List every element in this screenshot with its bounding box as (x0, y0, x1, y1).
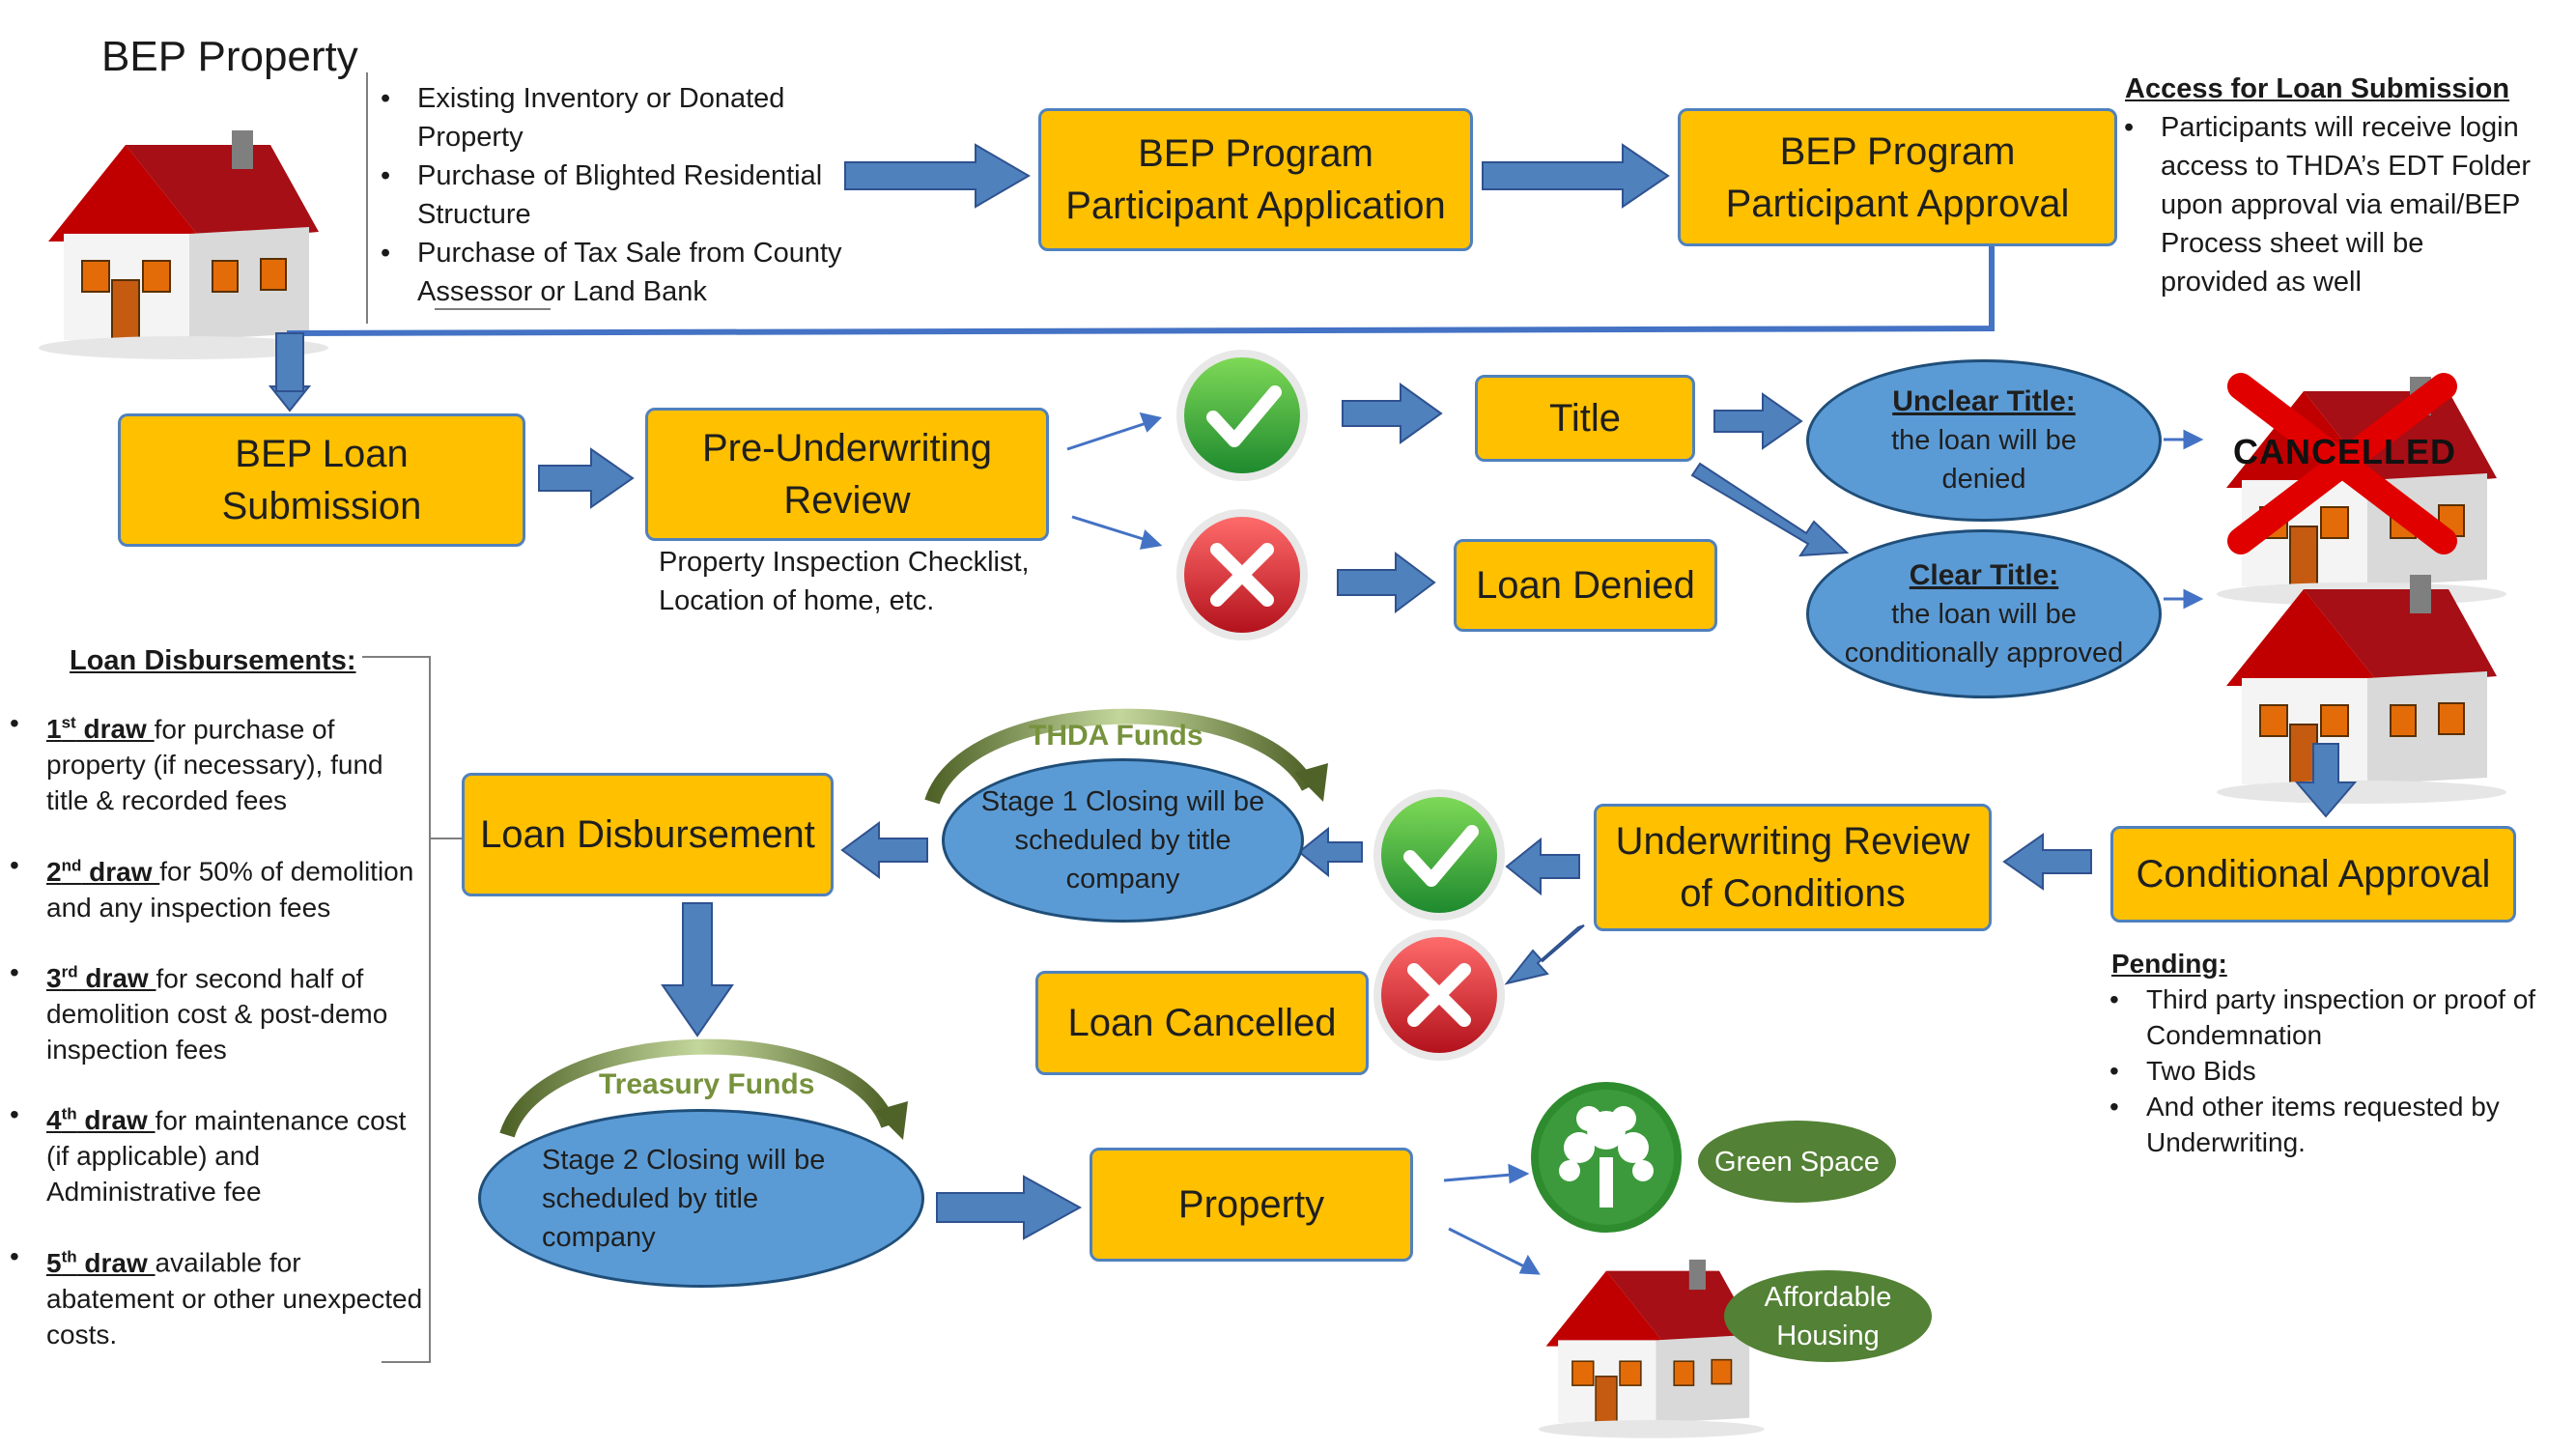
title-box: Title (1475, 375, 1695, 462)
loan-denied-box: Loan Denied (1454, 539, 1717, 632)
unclear-title-text: the loan will be denied (1891, 425, 2077, 495)
list-item: Existing Inventory or Donated Property (377, 79, 879, 156)
cancelled-stamp: CANCELLED (2233, 432, 2456, 471)
access-list: Participants will receive login access t… (2120, 108, 2535, 301)
list-item: Participants will receive login access t… (2120, 108, 2535, 301)
pre-underwriting-fail-cross-icon (1176, 509, 1308, 640)
loan-disbursement-box: Loan Disbursement (462, 773, 834, 896)
list-item: Purchase of Tax Sale from County Assesso… (377, 234, 879, 311)
unclear-title-label: Unclear Title: (1892, 385, 2076, 417)
underwriting-fail-cross-icon (1373, 929, 1505, 1061)
unclear-title-ellipse: Unclear Title: the loan will be denied (1806, 359, 2162, 522)
pre-underwriting-pass-check-icon (1176, 350, 1308, 481)
draw-item: 1st draw for purchase of property (if ne… (6, 705, 431, 818)
pre-underwriting-box: Pre-Underwriting Review (645, 408, 1049, 541)
cancelled-x-mark (2227, 373, 2457, 554)
thda-funds-arc (924, 708, 1316, 805)
property-box: Property (1090, 1148, 1413, 1262)
pending-title: Pending: (2111, 949, 2227, 979)
list-item: Purchase of Blighted Residential Structu… (377, 156, 879, 234)
loan-submission-box: BEP Loan Submission (118, 413, 525, 547)
bep-property-title: BEP Property (101, 33, 358, 80)
pre-underwriting-note: Property Inspection Checklist, Location … (659, 547, 1030, 616)
flow-arrows (538, 143, 2358, 1240)
stage1-text: Stage 1 Closing will be scheduled by tit… (980, 786, 1265, 895)
pending-list: Third party inspection or proof of Conde… (2106, 981, 2540, 1160)
thin-arrows (1066, 412, 2204, 1275)
treasury-funds-arc (499, 1038, 896, 1138)
green-space-label: Green Space (1698, 1121, 1896, 1203)
loan-cancelled-box: Loan Cancelled (1035, 971, 1369, 1075)
draw-item: 4th draw for maintenance cost (if applic… (6, 1096, 431, 1209)
draw-item: 2nd draw for 50% of demolition and any i… (6, 847, 431, 924)
clear-title-label: Clear Title: (1909, 558, 2059, 591)
draw-item: 3rd draw for second half of demolition c… (6, 954, 431, 1067)
list-item: Two Bids (2106, 1053, 2540, 1089)
thda-funds-label: THDA Funds (1029, 720, 1203, 752)
participant-application-box: BEP Program Participant Application (1038, 108, 1473, 251)
draw-item: 5th draw available for abatement or othe… (6, 1238, 431, 1351)
underwriting-review-box: Underwriting Review of Conditions (1594, 804, 1992, 931)
list-item: And other items requested by Underwritin… (2106, 1089, 2540, 1160)
participant-approval-box: BEP Program Participant Approval (1678, 108, 2117, 246)
disbursements-list: 1st draw for purchase of property (if ne… (6, 705, 431, 1352)
list-item: Third party inspection or proof of Conde… (2106, 981, 2540, 1053)
underwriting-pass-check-icon (1373, 789, 1505, 921)
approved-house-icon (2216, 574, 2507, 805)
disbursements-title: Loan Disbursements: (70, 645, 356, 676)
affordable-housing-label: Affordable Housing (1724, 1270, 1932, 1362)
stage2-text: Stage 2 Closing will be scheduled by tit… (542, 1144, 826, 1253)
green-space-tree-icon (1531, 1082, 1682, 1233)
bep-property-house-icon (38, 129, 329, 360)
treasury-funds-label: Treasury Funds (599, 1068, 815, 1100)
conditional-approval-box: Conditional Approval (2110, 826, 2516, 923)
clear-title-text: the loan will be conditionally approved (1844, 598, 2124, 668)
access-title: Access for Loan Submission (2125, 73, 2510, 104)
property-sources-list: Existing Inventory or Donated Property P… (377, 79, 879, 311)
stage2-closing-ellipse: Stage 2 Closing will be scheduled by tit… (478, 1109, 924, 1288)
stage1-closing-ellipse: Stage 1 Closing will be scheduled by tit… (942, 758, 1304, 923)
clear-title-ellipse: Clear Title: the loan will be conditiona… (1806, 529, 2162, 698)
